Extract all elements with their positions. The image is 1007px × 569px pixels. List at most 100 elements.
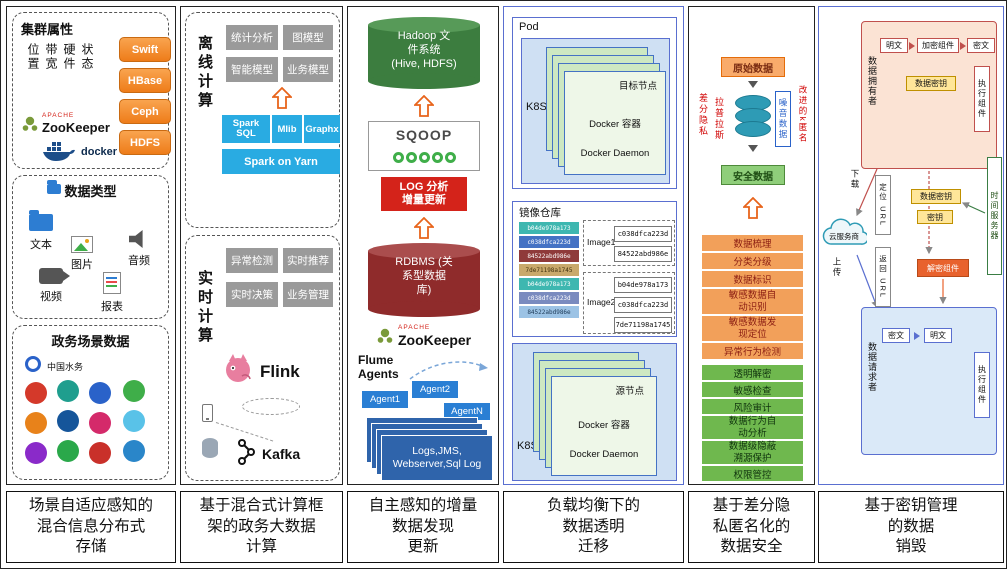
download-label: 下载	[850, 169, 860, 190]
layer-hash-bar: c038dfca223d	[519, 236, 579, 248]
gov-logo-icon	[25, 382, 47, 404]
phone-icon	[202, 404, 213, 422]
rdbms-cylinder: RDBMS (关 系型数据 库)	[368, 243, 480, 317]
mlib-box: Mlib	[272, 115, 302, 143]
layer-hash-bar: c038dfca223d	[519, 292, 579, 304]
right-arrow-icon	[914, 332, 920, 340]
zookeeper-icon	[22, 116, 38, 131]
video-camera-icon	[39, 268, 70, 284]
realtime-computing-title: 实时计算	[196, 270, 213, 346]
kafka-label: Kafka	[262, 446, 301, 462]
panel-migration: Pod K8S 目标节点 Docker 容器 Docker Daemon 镜像仓…	[503, 6, 684, 485]
rdbms-label: RDBMS (关 系型数据 库)	[395, 256, 453, 296]
layer-hash-bar: 7de71198a1745	[519, 264, 579, 276]
datatype-text-label: 文本	[30, 239, 52, 251]
differential-privacy-label: 差分隐私	[698, 93, 708, 137]
source-node-sheet: 源节点 Docker 容器 Docker Daemon	[551, 376, 657, 476]
dashed-arrow-icon	[409, 361, 488, 380]
storage-ceph-box: Ceph	[119, 99, 171, 124]
docker-container-label: Docker 容器	[589, 119, 641, 130]
datatype-picture-label: 图片	[71, 259, 93, 271]
gov-logo-icon	[89, 442, 111, 464]
security-step: 异常行为检测	[702, 343, 803, 359]
encrypt-component-box: 加密组件	[917, 38, 959, 53]
exec-component-box: 执行组件	[974, 352, 990, 418]
plaintext-box: 明文	[880, 38, 908, 53]
apache-label: APACHE	[398, 324, 431, 331]
zookeeper-icon	[377, 328, 393, 343]
gov-scene-title: 政务场景数据	[51, 334, 130, 349]
source-node-label: 源节点	[615, 386, 644, 397]
model-recommend-box: 实时推荐	[283, 248, 333, 273]
model-anomaly-box: 异常检测	[226, 248, 278, 273]
model-management-box: 业务管理	[283, 282, 333, 307]
data-types-title-icon	[47, 180, 61, 194]
key-box: 密钥	[917, 210, 953, 224]
model-business-box: 业务模型	[283, 57, 333, 82]
model-statistics-box: 统计分析	[226, 25, 278, 50]
text-file-icon	[29, 210, 53, 231]
gov-logo-icon	[89, 382, 111, 404]
agentn-box: AgentN	[444, 403, 490, 420]
realtime-computing-box: 实时计算 异常检测 实时推荐 实时决策 业务管理 Flink	[185, 235, 340, 481]
flink-squirrel-icon	[226, 354, 251, 382]
data-owner-label: 数据拥有者	[867, 56, 877, 106]
ciphertext-box: 密文	[882, 328, 910, 343]
panel-security: 原始数据 差分隐私 拉普拉斯 噪音数据 改进的k匿名 安全数据 数据梳理 分类分…	[688, 6, 815, 485]
k-anonymity-label: 改进的k匿名	[798, 85, 808, 144]
caption-storage: 场景自适应感知的 混合信息分布式 存储	[6, 491, 176, 563]
layer-hash-bar: 84522abd986e	[519, 250, 579, 262]
security-step: 敏感数据自 动识别	[702, 289, 803, 314]
offline-computing-box: 离线计算 统计分析 图模型 智能模型 业务模型 Spark SQL Mlib G…	[185, 12, 340, 228]
security-control: 风险审计	[702, 399, 803, 414]
column-migration: Pod K8S 目标节点 Docker 容器 Docker Daemon 镜像仓…	[503, 1, 684, 568]
china-water-label: 中国水务	[47, 362, 84, 372]
log-analysis-box: LOG 分析 增量更新	[381, 177, 467, 211]
exec-component-box: 执行组件	[974, 66, 990, 132]
gov-logo-icon	[25, 412, 47, 434]
hadoop-hdfs-cylinder: Hadoop 文 件系统 (Hive, HDFS)	[368, 17, 480, 89]
cluster-attr-hardware: 硬件	[62, 43, 76, 71]
spark-sql-box: Spark SQL	[222, 115, 270, 143]
down-arrow-icon	[748, 81, 758, 88]
plaintext-box: 明文	[924, 328, 952, 343]
locate-url-box: 定位 URL	[875, 175, 891, 235]
pod-label: Pod	[519, 21, 539, 33]
zookeeper-label: ZooKeeper	[42, 120, 110, 135]
image2-hash: b04de978a173	[614, 277, 672, 293]
image1-hash: c038dfca223d	[614, 226, 672, 242]
gov-logo-icon	[57, 440, 79, 462]
security-control: 数据行为自 动分析	[702, 416, 803, 439]
docker-daemon-label: Docker Daemon	[580, 148, 650, 159]
data-types-box: 数据类型 文本 图片 音频 视频 报表	[12, 175, 169, 319]
column-computing: 离线计算 统计分析 图模型 智能模型 业务模型 Spark SQL Mlib G…	[180, 1, 343, 568]
image1-group: Image1 c038dfca223d 84522abd986e	[583, 220, 675, 266]
cluster-attributes-title: 集群属性	[21, 22, 74, 37]
image1-label: Image1	[587, 237, 616, 247]
sqoop-box: SQOOP	[368, 121, 480, 171]
caption-computing: 基于混合式计算框 架的政务大数据 计算	[180, 491, 343, 563]
picture-icon	[71, 236, 93, 253]
security-step: 数据标识	[702, 271, 803, 287]
storage-hbase-box: HBase	[119, 68, 171, 93]
data-requester-box: 数据请求者 密文 明文 执行组件	[861, 307, 997, 455]
security-control: 敏感检查	[702, 382, 803, 397]
security-step: 数据梳理	[702, 235, 803, 251]
panel-storage: 集群属性 位置 带宽 硬件 状态 Swift HBase Ceph HDFS A…	[6, 6, 176, 485]
caption-destruction: 基于密钥管理 的数据 销毁	[818, 491, 1004, 563]
right-arrow-icon	[960, 42, 966, 50]
logs-sources-box: Logs,JMS, Webserver,Sql Log	[381, 435, 493, 481]
cloud-provider-label: 云服务商	[829, 232, 859, 241]
pod-box: Pod K8S 目标节点 Docker 容器 Docker Daemon	[512, 17, 677, 189]
cluster-attr-location: 位置	[26, 43, 40, 71]
data-requester-label: 数据请求者	[867, 342, 877, 392]
image2-label: Image2	[587, 297, 616, 307]
gov-logo-icon	[25, 442, 47, 464]
layer-hash-bar: b04de978a173	[519, 222, 579, 234]
agent1-box: Agent1	[362, 391, 408, 408]
time-server-box: 时间服务器	[987, 157, 1002, 275]
gov-logo-icon	[89, 412, 111, 434]
message-bus-ellipse	[242, 398, 300, 415]
column-security: 原始数据 差分隐私 拉普拉斯 噪音数据 改进的k匿名 安全数据 数据梳理 分类分…	[688, 1, 815, 568]
upload-label: 上传	[832, 257, 842, 278]
